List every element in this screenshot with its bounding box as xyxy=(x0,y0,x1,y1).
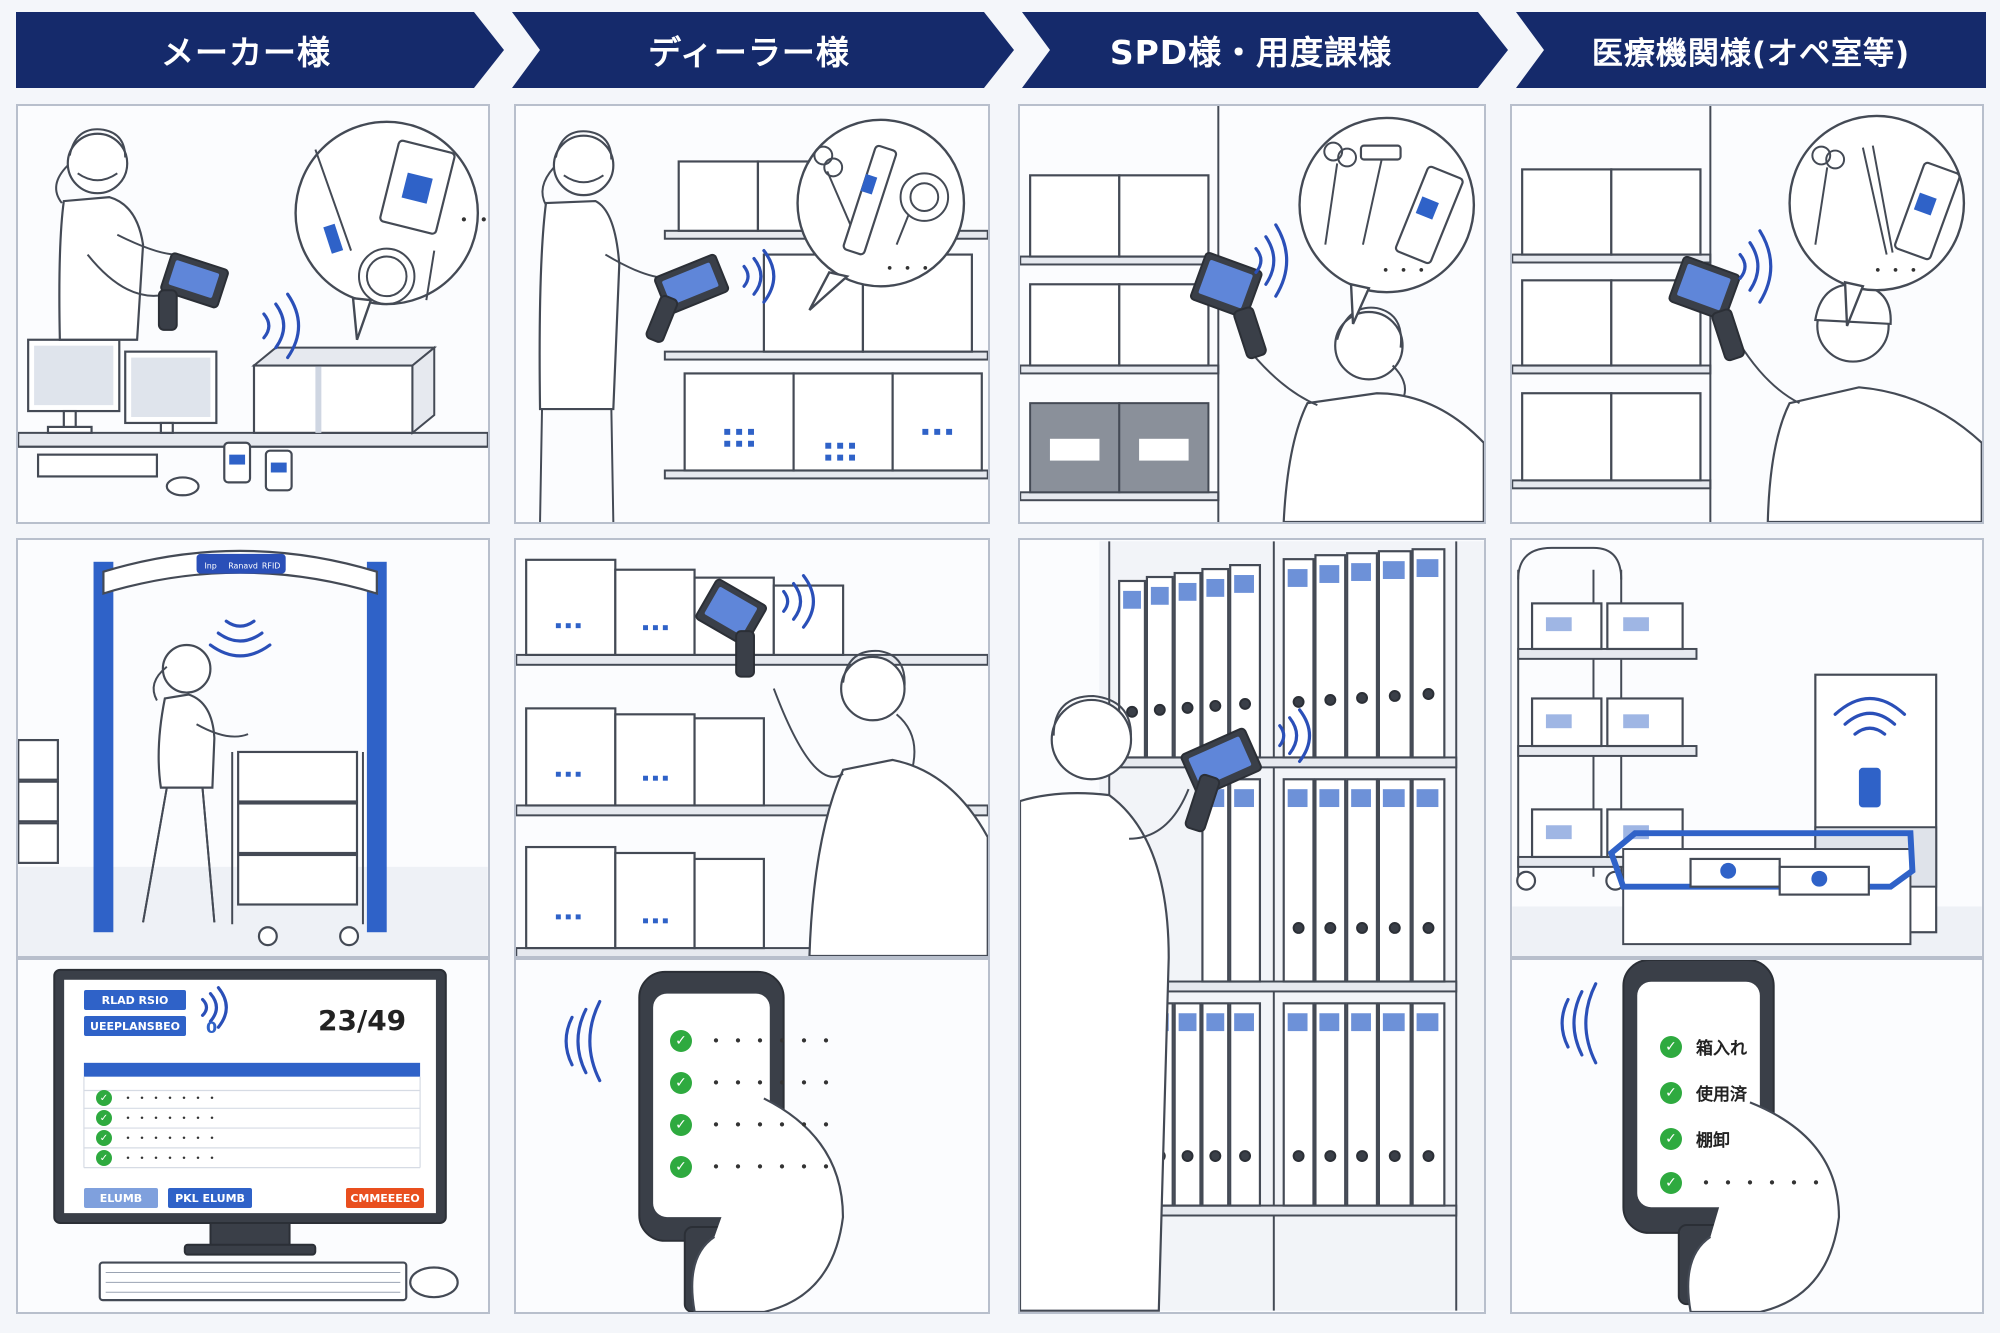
table-row: ✓ ・・・・・・・ xyxy=(96,1130,220,1146)
maker-scan-illustration: ・・・ xyxy=(18,120,488,497)
list-item: ✓ 使用済 xyxy=(1660,1080,1747,1105)
rfid-gate xyxy=(93,549,387,933)
table-row: ✓ ・・・・・・・ xyxy=(96,1110,220,1126)
worker-figure xyxy=(1243,306,1484,522)
signal-wave-icon xyxy=(782,589,790,613)
count-left: 0 xyxy=(206,1018,218,1037)
spd-cabinet-illustration xyxy=(1020,541,1484,1312)
panel-maker-scan: ・・・ xyxy=(16,104,490,524)
mouse-icon xyxy=(409,1266,459,1299)
header-maker: メーカー様 xyxy=(16,12,504,88)
header-label: メーカー様 xyxy=(161,33,331,72)
all-clear-button[interactable]: PKL ELUMB xyxy=(168,1188,252,1208)
handheld-scanner-icon xyxy=(1668,255,1745,362)
handheld-scanner-icon xyxy=(645,253,730,343)
pc-illustration xyxy=(53,968,459,1302)
panel-hospital-cart xyxy=(1510,538,1984,958)
signal-wave-icon xyxy=(224,619,256,628)
panel-dealer-shelf xyxy=(514,538,990,958)
table-row: ✓ ・・・・・・・ xyxy=(96,1150,220,1166)
panel-maker-gate: Inp Ranavd RFID xyxy=(16,538,490,958)
rfid-gate-illustration: Inp Ranavd RFID xyxy=(18,549,488,956)
more-dots: ・・・ xyxy=(1869,260,1922,281)
clear-button[interactable]: ELUMB xyxy=(84,1188,158,1208)
mouse-icon xyxy=(165,476,200,497)
signal-wave-icon xyxy=(742,264,750,288)
more-dots: ・・・ xyxy=(1377,260,1430,281)
header-arrow-shape xyxy=(512,12,1014,88)
worker-figure xyxy=(538,130,680,522)
panel-hospital-phone: ✓ 箱入れ ✓ 使用済 ✓ 棚卸 ✓ ・・・・・・ xyxy=(1510,958,1984,1314)
worker-figure xyxy=(55,128,177,341)
product-bubble xyxy=(1788,114,1966,327)
cart-icon xyxy=(1516,546,1698,891)
panel-dealer-scan: ・・・ xyxy=(514,104,990,524)
spd-scan-illustration: ・・・ xyxy=(1020,106,1484,522)
table-row: ✓ ・・・・・・・ xyxy=(96,1090,220,1106)
header-label: SPD様・用度課様 xyxy=(1109,33,1393,72)
signal-wave-icon xyxy=(1560,997,1570,1049)
list-item: ✓ ・・・・・・ xyxy=(1660,1172,1828,1194)
signal-wave-icon xyxy=(1738,252,1747,280)
header-arrow-shape xyxy=(1516,12,1986,88)
handheld-scanner-icon xyxy=(1180,727,1262,833)
hospital-scan-illustration: ・・・ xyxy=(1512,106,1982,522)
panel-hospital-scan: ・・・ xyxy=(1510,104,1984,524)
header-arrow-shape xyxy=(1022,12,1508,88)
header-dealer: ディーラー様 xyxy=(512,12,1014,88)
binder-row xyxy=(1201,778,1446,983)
worker-figure xyxy=(1727,283,1982,522)
more-dots: ・・・ xyxy=(881,258,934,279)
list-item: ✓ 棚卸 xyxy=(1660,1126,1730,1151)
panel-spd-scan: ・・・ xyxy=(1018,104,1486,524)
read-count: 23/49 xyxy=(318,1004,407,1037)
keyboard-icon xyxy=(36,453,159,478)
signal-wave-icon xyxy=(564,1015,574,1067)
panel-dealer-phone: ✓ ・・・・・・ ✓ ・・・・・・ ✓ ・・・・・・ ✓ ・・・・・・ xyxy=(514,958,990,1314)
list-item: ✓ 箱入れ xyxy=(1660,1034,1747,1059)
header-label: 医療機関様(オペ室等) xyxy=(1591,35,1911,72)
product-bubble xyxy=(294,120,480,341)
panel-maker-monitor: RLAD RSIO UEEPLANSBEO 0 23/49 ✓ ・・・・・・・ … xyxy=(16,958,490,1314)
list-item: ✓ ・・・・・・ xyxy=(670,1114,838,1136)
more-dots: ・・・ xyxy=(454,209,488,232)
signal-wave-icon xyxy=(200,997,209,1017)
panel-spd-cabinet xyxy=(1018,538,1486,1314)
tray-icon xyxy=(1607,830,1916,946)
header-hospital: 医療機関様(オペ室等) xyxy=(1516,12,1986,88)
signal-wave-icon xyxy=(1278,724,1286,748)
header-spd: SPD様・用度課様 xyxy=(1022,12,1508,88)
read-rfid-button[interactable]: RLAD RSIO xyxy=(84,990,186,1010)
dealer-shelf-illustration xyxy=(516,558,988,956)
product-bubble xyxy=(1298,116,1476,325)
monitor-icon xyxy=(27,338,218,434)
signal-wave-icon xyxy=(1254,247,1263,274)
keyboard-icon xyxy=(98,1261,408,1302)
gate-sign-left: Inp xyxy=(204,562,216,571)
signal-wave-icon xyxy=(262,312,271,340)
handheld-scanner-icon xyxy=(695,578,768,678)
confirm-button[interactable]: CMMEEEEO xyxy=(346,1188,424,1208)
gate-sign-right: RFID xyxy=(262,562,280,571)
smartphone-illustration xyxy=(1560,960,1841,1312)
header-label: ディーラー様 xyxy=(648,33,850,72)
list-item: ✓ ・・・・・・ xyxy=(670,1030,838,1052)
list-item: ✓ ・・・・・・ xyxy=(670,1156,838,1178)
handheld-scanner-icon xyxy=(157,252,229,331)
list-item: ✓ ・・・・・・ xyxy=(670,1072,838,1094)
hospital-cart-illustration xyxy=(1512,546,1982,956)
handheld-scanner-icon xyxy=(1189,251,1267,360)
user-select-button[interactable]: UEEPLANSBEO xyxy=(84,1016,186,1036)
worker-figure xyxy=(772,649,988,956)
header-arrow-shape xyxy=(16,12,504,88)
cart-icon xyxy=(231,750,364,947)
worker-figure xyxy=(1020,694,1190,1312)
worker-figure xyxy=(142,643,249,923)
binder-row xyxy=(1118,548,1446,759)
dealer-scan-illustration: ・・・ xyxy=(538,118,988,522)
gate-sign-middle: Ranavd xyxy=(228,562,258,571)
product-bubble xyxy=(796,118,966,311)
